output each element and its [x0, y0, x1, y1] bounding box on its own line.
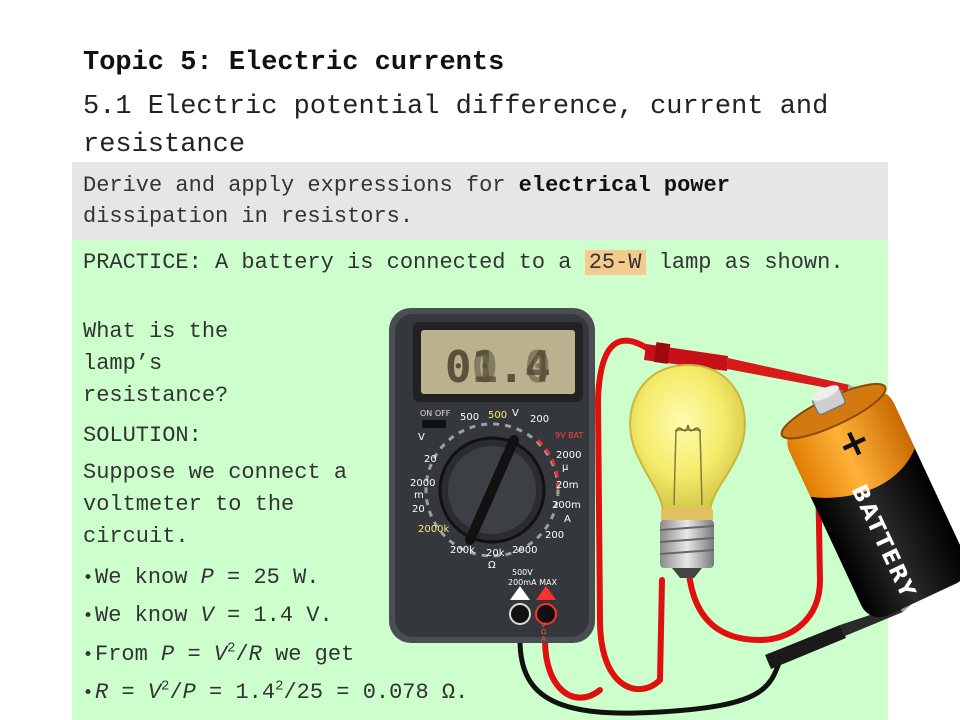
- b4-r: R: [95, 680, 109, 705]
- b3-exp: 2: [227, 640, 236, 657]
- bullet-glyph: •: [83, 568, 94, 588]
- learning-objective: Derive and apply expressions for electri…: [72, 162, 888, 240]
- b1-b: = 25 W.: [213, 565, 320, 590]
- b1-var: P: [200, 565, 214, 590]
- b3-a: From: [95, 642, 162, 667]
- b3-p: P: [161, 642, 175, 667]
- b2-a: We know: [95, 603, 201, 628]
- b2-b: = 1.4 V.: [213, 603, 333, 628]
- b4-end: /25 = 0.078 Ω.: [283, 680, 469, 705]
- b4-slash: /: [169, 680, 183, 705]
- bullet-glyph: •: [83, 683, 94, 703]
- intro-before: PRACTICE: A battery is connected to a: [83, 250, 585, 275]
- b4-exp2: 2: [275, 678, 284, 695]
- bullet-glyph: •: [83, 606, 94, 626]
- bullet-4: •R = V2/P = 1.42/25 = 0.078 Ω.: [83, 677, 468, 709]
- bullet-1: •We know P = 25 W.: [83, 562, 319, 594]
- b1-a: We know: [95, 565, 201, 590]
- b3-eq: =: [174, 642, 214, 667]
- solution-label: SOLUTION:: [83, 423, 202, 448]
- page-subtitle: 5.1 Electric potential difference, curre…: [83, 92, 829, 160]
- b4-mid: = 1.4: [195, 680, 276, 705]
- bullet-2: •We know V = 1.4 V.: [83, 600, 333, 632]
- b3-slash: /: [235, 642, 249, 667]
- practice-panel: PRACTICE: A battery is connected to a 25…: [72, 240, 888, 720]
- objective-bold: electrical power: [518, 173, 730, 198]
- b4-exp1: 2: [161, 678, 170, 695]
- b4-eq: =: [108, 680, 148, 705]
- b4-v: V: [147, 680, 162, 705]
- bullet-3: •From P = V2/R we get: [83, 639, 354, 671]
- b3-v: V: [213, 642, 228, 667]
- objective-suffix: dissipation in resistors.: [83, 204, 414, 229]
- b3-r: R: [248, 642, 262, 667]
- practice-intro: PRACTICE: A battery is connected to a 25…: [83, 247, 873, 279]
- objective-prefix: Derive and apply expressions for: [83, 173, 519, 198]
- b2-var: V: [200, 603, 214, 628]
- suppose-text: Suppose we connect a voltmeter to the ci…: [83, 460, 348, 549]
- intro-after: lamp as shown.: [645, 250, 844, 275]
- page-title: Topic 5: Electric currents: [83, 48, 505, 78]
- objective-text: Derive and apply expressions for electri…: [83, 170, 883, 232]
- question-text: What is the lamp’s resistance?: [83, 319, 229, 408]
- b3-b: we get: [261, 642, 355, 667]
- bullet-glyph: •: [83, 645, 94, 665]
- b4-p: P: [182, 680, 196, 705]
- power-highlight: 25-W: [584, 250, 646, 275]
